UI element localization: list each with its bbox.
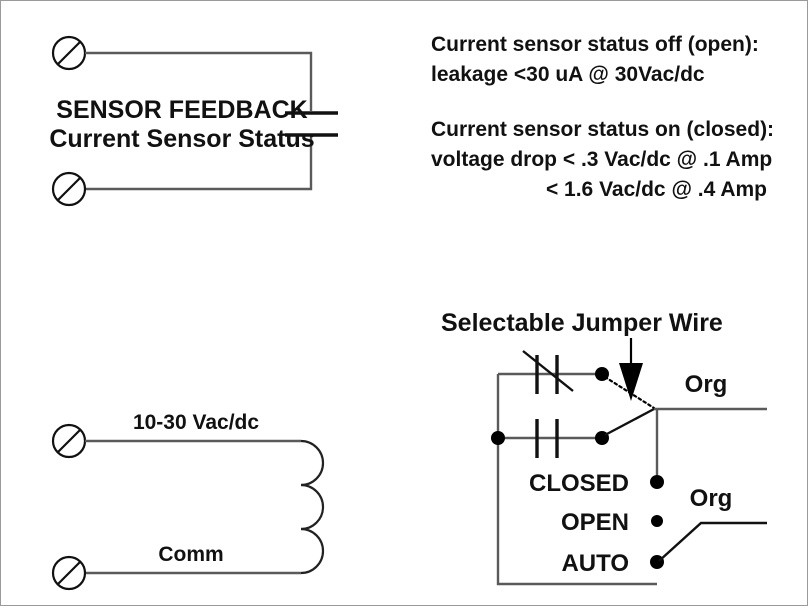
jumper-left-junction-dot: [491, 431, 505, 445]
jumper-output-label-2: Org: [690, 485, 733, 512]
sensor-terminal-top[interactable]: [51, 35, 87, 71]
sensor-feedback-heading: SENSOR FEEDBACK: [56, 96, 307, 124]
jumper-blade-dotted: [603, 375, 656, 410]
jumper-mode-label-open: OPEN: [561, 509, 629, 536]
jumper-mode-label-closed: CLOSED: [529, 470, 629, 497]
coil-symbol: [300, 439, 325, 575]
jumper-title: Selectable Jumper Wire: [441, 309, 723, 337]
jumper-wire-circuit: Selectable Jumper Wire: [441, 309, 767, 586]
jumper-blade-solid: [604, 407, 655, 437]
spec-on-heading: Current sensor status on (closed):: [431, 118, 774, 141]
jumper-mode-label-auto: AUTO: [561, 550, 629, 577]
jumper-output-label-1: Org: [685, 371, 728, 398]
sensor-wire-top: [85, 51, 313, 111]
sensor-feedback-subheading: Current Sensor Status: [49, 125, 314, 153]
sensor-terminal-bottom[interactable]: [51, 171, 87, 207]
power-input-circuit: 10-30 Vac/dc Comm: [51, 411, 325, 591]
spec-text-block: Current sensor status off (open): leakag…: [431, 33, 774, 201]
normally-open-contact-symbol: [535, 419, 559, 458]
sensor-feedback-circuit: SENSOR FEEDBACK Current Sensor Status: [49, 35, 338, 207]
normally-closed-contact-symbol: [522, 350, 574, 394]
spec-off-detail: leakage <30 uA @ 30Vac/dc: [431, 63, 705, 86]
sensor-wire-bottom: [85, 137, 313, 191]
power-terminal-top[interactable]: [51, 423, 87, 459]
power-terminal-bottom[interactable]: [51, 555, 87, 591]
sensor-contact-symbol: [285, 111, 338, 137]
power-common-label: Comm: [158, 543, 223, 566]
down-arrow-icon: [619, 338, 643, 401]
spec-on-detail-1: voltage drop < .3 Vac/dc @ .1 Amp: [431, 148, 772, 171]
spec-on-detail-2: < 1.6 Vac/dc @ .4 Amp: [546, 178, 767, 201]
power-supply-label: 10-30 Vac/dc: [133, 411, 259, 434]
jumper-position-dot-open[interactable]: [651, 515, 663, 527]
spec-off-heading: Current sensor status off (open):: [431, 33, 759, 56]
jumper-output-wire-2: [658, 521, 767, 562]
jumper-position-dot-closed[interactable]: [650, 475, 664, 489]
